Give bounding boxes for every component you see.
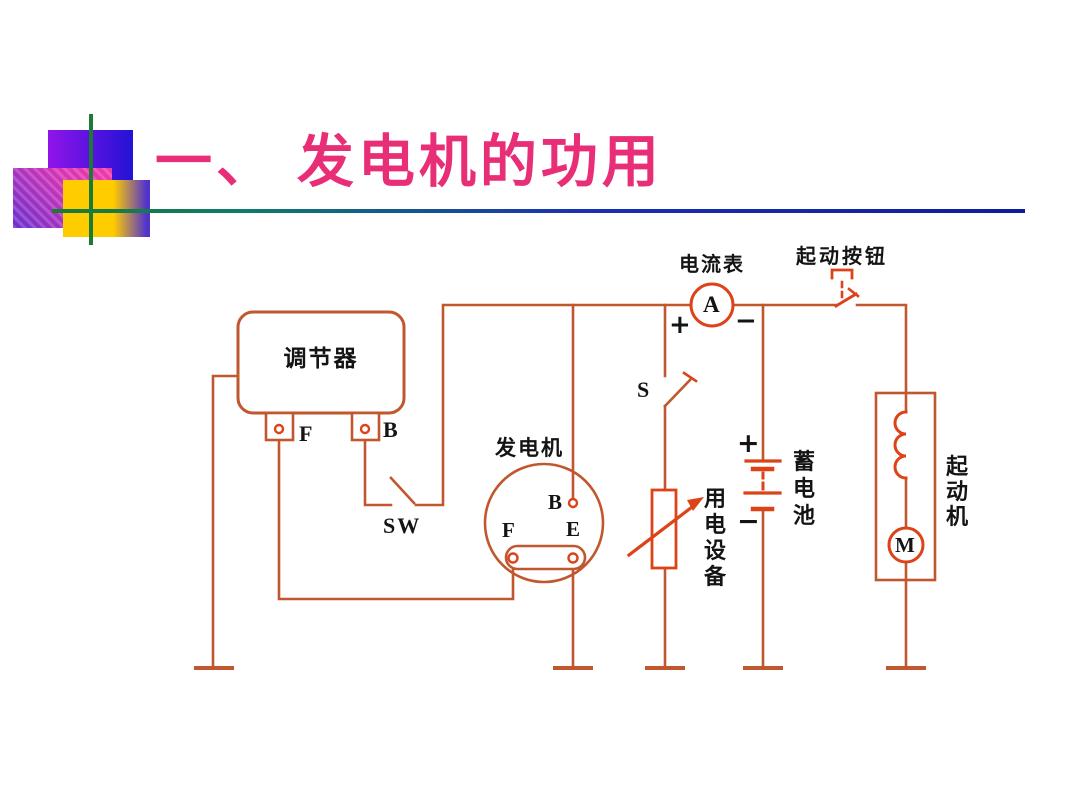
- regulator-terminal-f-label: F: [299, 421, 313, 446]
- wires: [211, 303, 908, 669]
- motor-icon: [887, 526, 925, 564]
- starter-box: [874, 391, 937, 582]
- page-title: 一、 发电机的功用: [155, 130, 663, 194]
- s-switch-label: S: [637, 377, 650, 402]
- generator-terminal-f-label: F: [502, 518, 515, 542]
- generator-circle: [483, 462, 605, 584]
- logo-yellow-square: [63, 180, 150, 237]
- coil-icon: [893, 410, 908, 480]
- battery-label: 蓄电池: [792, 449, 815, 528]
- generator-label: 发电机: [495, 437, 564, 460]
- regulator-label: 调节器: [283, 345, 359, 371]
- ammeter-icon: [689, 282, 735, 328]
- regulator-box: [236, 310, 406, 442]
- starter-motor-symbol: M: [895, 533, 915, 557]
- ammeter-symbol: A: [703, 292, 720, 317]
- start-button-label: 起动按钮: [796, 246, 888, 268]
- regulator-terminal-b-label: B: [383, 417, 398, 442]
- resistor-icon: [626, 488, 704, 570]
- battery-minus-sign: −: [737, 506, 760, 537]
- ammeter-label: 电流表: [679, 254, 745, 276]
- title-underline: [52, 209, 1025, 213]
- battery-icon: [743, 459, 782, 512]
- generator-terminal-b-label: B: [548, 490, 563, 514]
- battery-plus-sign: +: [737, 428, 760, 459]
- generator-terminal-e-label: E: [566, 517, 581, 541]
- ammeter-minus-sign: −: [735, 306, 757, 336]
- sw-switch-blade: [389, 476, 416, 505]
- sw-switch-label: SW: [383, 513, 422, 538]
- starter-label: 起动机: [945, 454, 968, 529]
- start-button-icon: [830, 268, 860, 309]
- logo-green-vertical-line: [89, 114, 93, 245]
- load-label: 用电设备: [703, 486, 726, 589]
- s-switch-blade: [663, 371, 698, 408]
- generator-brushes: [504, 497, 587, 571]
- arrow-head: [687, 497, 704, 511]
- ammeter-plus-sign: +: [669, 310, 691, 340]
